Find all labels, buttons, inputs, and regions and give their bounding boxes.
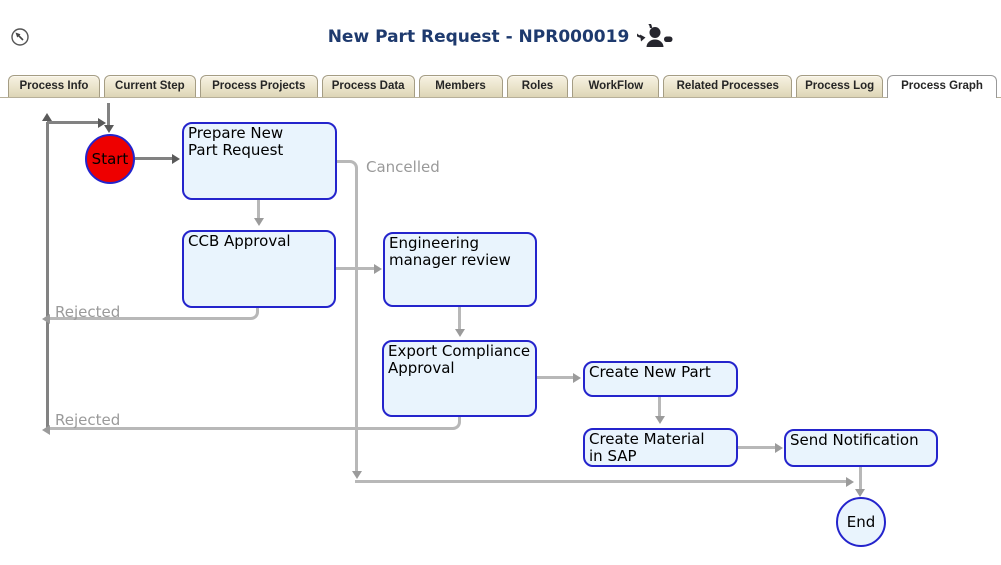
node-prepare-new-part-request: Prepare New Part Request [182, 122, 337, 200]
back-icon[interactable] [10, 27, 30, 47]
node-create-material-in-sap: Create Material in SAP [583, 428, 738, 467]
tab-process-info[interactable]: Process Info [8, 75, 100, 97]
tab-process-projects[interactable]: Process Projects [199, 75, 318, 97]
tab-members[interactable]: Members [418, 75, 503, 97]
node-start: Start [85, 134, 135, 184]
user-activity-icon[interactable] [633, 18, 673, 52]
tab-current-step[interactable]: Current Step [103, 75, 196, 97]
workflow-graph-canvas: Cancelled Rejected Rejected Start Prepar… [0, 97, 1001, 565]
edge-cancelled-vertical [355, 180, 358, 473]
arrowhead-cancelled-down [351, 471, 362, 479]
tab-process-data[interactable]: Process Data [321, 75, 415, 97]
edge-export-to-createpart [537, 376, 574, 379]
arrowhead-into-end [855, 489, 865, 497]
arrowhead-material-to-notification [775, 442, 783, 453]
arrowhead-bottom-right [846, 476, 854, 487]
edge-rejected-export-elbow [49, 417, 461, 430]
tab-bar: Process Info Current Step Process Projec… [0, 75, 1001, 98]
tab-process-log[interactable]: Process Log [796, 75, 884, 97]
arrowhead-export-to-createpart [573, 372, 581, 383]
tab-roles[interactable]: Roles [506, 75, 569, 97]
edge-into-start [107, 103, 110, 129]
arrowhead-ccb-to-engineering [374, 263, 382, 274]
arrowhead-down-into-start [103, 125, 114, 133]
edge-notification-to-end [858, 467, 862, 490]
tab-workflow[interactable]: WorkFlow [572, 75, 660, 97]
edge-material-to-notification [738, 446, 776, 449]
node-end: End [836, 497, 886, 547]
node-ccb-approval: CCB Approval [182, 230, 336, 308]
edge-prepare-to-ccb [257, 200, 260, 220]
node-send-notification: Send Notification [784, 429, 938, 467]
edge-rejected-return-top [47, 121, 99, 124]
tab-related-processes[interactable]: Related Processes [663, 75, 793, 97]
edge-cancelled-elbow [337, 160, 358, 182]
arrowhead-rejected-export [42, 424, 50, 435]
node-engineering-manager-review: Engineering manager review [383, 232, 537, 307]
title-row: New Part Request - NPR000019 [0, 18, 1001, 52]
edge-ccb-to-engineering [336, 267, 375, 270]
edge-start-to-prepare [135, 157, 173, 160]
edge-bottom-to-end [355, 480, 847, 483]
arrowhead-rejected-ccb [42, 313, 50, 324]
edge-rejected-ccb-elbow [49, 308, 259, 320]
node-export-compliance-approval: Export Compliance Approval [382, 340, 537, 417]
edge-rejected-return-left [45, 122, 49, 432]
arrowhead-prepare-to-ccb [253, 218, 264, 226]
edge-label-rejected-ccb: Rejected [55, 303, 121, 321]
edge-label-cancelled: Cancelled [366, 158, 440, 176]
arrowhead-createpart-to-material [654, 416, 665, 424]
page-title: New Part Request - NPR000019 [327, 27, 630, 47]
arrowhead-right-to-start-column [98, 117, 106, 128]
node-create-new-part: Create New Part [583, 361, 738, 397]
tab-process-graph[interactable]: Process Graph [887, 75, 997, 98]
edge-createpart-to-material [658, 397, 661, 418]
edge-engineering-to-export [458, 307, 461, 331]
arrowhead-start-to-prepare [172, 153, 180, 164]
arrowhead-up-rejected-trunk [42, 113, 52, 121]
edge-label-rejected-export: Rejected [55, 411, 121, 429]
arrowhead-engineering-to-export [454, 329, 465, 337]
